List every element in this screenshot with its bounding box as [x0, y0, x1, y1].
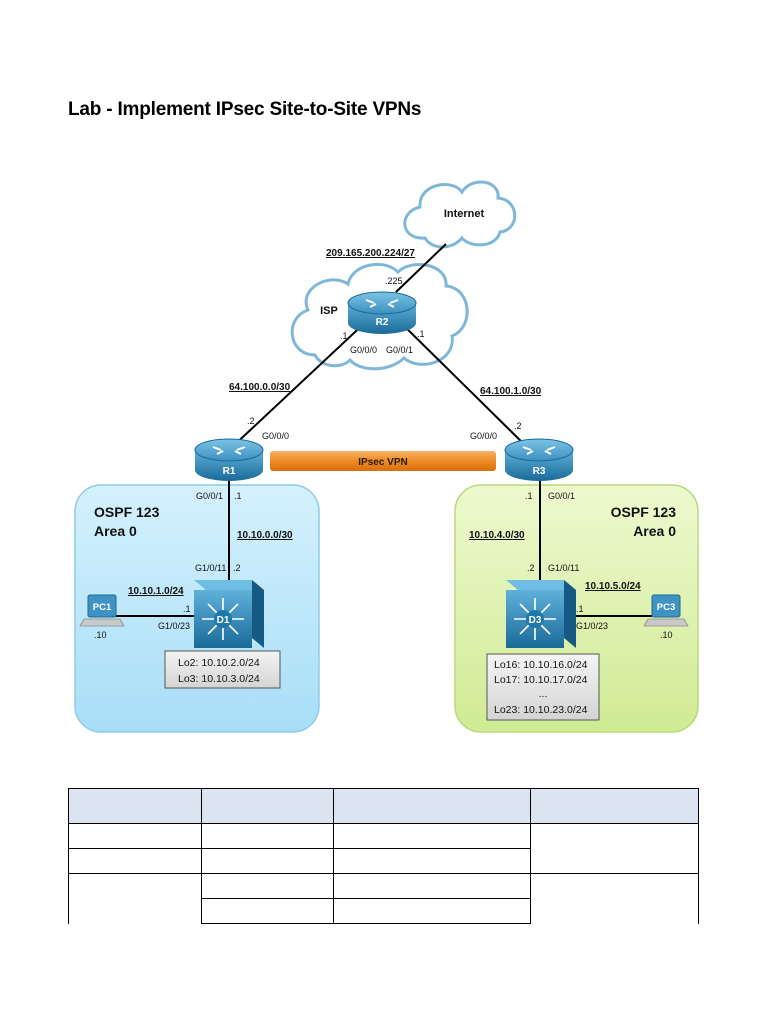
vpn-label: IPsec VPN [358, 457, 407, 468]
d3-loopback-line: Lo17: 10.10.17.0/24 [494, 674, 588, 686]
d3-loopback-line: Lo23: 10.10.23.0/24 [494, 704, 588, 716]
table-header-cell [201, 788, 334, 824]
d3-loopback-line: Lo16: 10.10.16.0/24 [494, 659, 588, 671]
pc1-icon [79, 594, 125, 627]
r2-internet-host-label: .225 [385, 276, 403, 286]
net-d3-pc3-label: 10.10.5.0/24 [585, 581, 641, 592]
pc3-host-label: .10 [660, 630, 673, 640]
r1-g001-label: G0/0/1 [196, 491, 223, 501]
d1-up-host-label: .2 [233, 563, 241, 573]
table-row [68, 873, 699, 924]
d3-pc-host-label: .1 [576, 604, 584, 614]
table-cell [201, 898, 334, 924]
d1-g1023-label: G1/0/23 [158, 621, 190, 631]
r3-g001-label: G0/0/1 [548, 491, 575, 501]
r2-g001-label: G0/0/1 [386, 345, 413, 355]
net-r3-d3-label: 10.10.4.0/30 [469, 530, 525, 541]
network-topology-diagram: Internet ISP IPsec VPN R2 R1 R3 [74, 180, 699, 733]
d1-loopback-box [164, 650, 281, 689]
table-cell [530, 873, 699, 924]
router-r1-icon [194, 438, 264, 481]
link-r2-r3 [395, 317, 531, 451]
table-cell [333, 848, 531, 874]
ospf-left-line2: Area 0 [94, 523, 137, 539]
switch-d1-icon [194, 580, 264, 648]
link-r2-internet [395, 243, 447, 293]
router-r2-label: R2 [376, 317, 389, 328]
router-r3-label: R3 [533, 466, 546, 477]
table-cell [68, 848, 202, 874]
table-cell [68, 873, 202, 924]
table-cell [530, 823, 699, 874]
table-header-cell [530, 788, 699, 824]
internet-cloud-icon [403, 180, 517, 249]
pc3-label: PC3 [657, 602, 675, 613]
d1-loopback-line: Lo3: 10.10.3.0/24 [178, 673, 260, 685]
d1-g1011-label: G1/0/11 [195, 563, 226, 573]
r1-g000-label: G0/0/0 [262, 431, 289, 441]
router-r2-icon [347, 291, 417, 334]
d3-loopback-line: ... [539, 688, 548, 700]
r2-right-host-label: .1 [417, 329, 425, 339]
table-cell [201, 823, 334, 849]
pc3-icon [643, 594, 689, 627]
r1-wan-host-label: .2 [247, 416, 255, 426]
net-d1-pc1-label: 10.10.1.0/24 [128, 586, 184, 597]
ospf-left-line1: OSPF 123 [94, 504, 160, 520]
r3-lan-host-label: .1 [525, 491, 533, 501]
d1-pc-host-label: .1 [183, 604, 191, 614]
r2-left-host-label: .1 [340, 331, 348, 341]
table-cell [333, 873, 531, 899]
d3-g1023-label: G1/0/23 [576, 621, 608, 631]
internet-label: Internet [444, 208, 485, 220]
table-cell [333, 898, 531, 924]
pc1-host-label: .10 [94, 630, 107, 640]
d3-up-host-label: .2 [527, 563, 535, 573]
pc1-label: PC1 [93, 602, 112, 613]
switch-d3-icon [506, 580, 576, 648]
ipsec-vpn-tunnel [270, 451, 496, 471]
net-r1-d1-label: 10.10.0.0/30 [237, 530, 293, 541]
table-header-cell [333, 788, 531, 824]
ospf-right-line1: OSPF 123 [611, 504, 677, 520]
d3-g1011-label: G1/0/11 [548, 563, 579, 573]
switch-d1-label: D1 [217, 615, 230, 626]
isp-label: ISP [320, 305, 338, 317]
table-cell [68, 823, 202, 849]
ospf-right-line2: Area 0 [633, 523, 676, 539]
page-title: Lab - Implement IPsec Site-to-Site VPNs [68, 99, 422, 120]
table-cell [201, 848, 334, 874]
router-r1-label: R1 [223, 466, 236, 477]
router-r3-icon [504, 438, 574, 481]
link-r1-r2 [228, 317, 371, 451]
d3-loopback-box [486, 653, 600, 721]
table-row [68, 823, 699, 874]
table-cell [333, 823, 531, 849]
switch-d3-label: D3 [529, 615, 542, 626]
r3-g000-label: G0/0/0 [470, 431, 497, 441]
table-row [69, 898, 699, 924]
table-header-cell [68, 788, 202, 824]
r3-wan-host-label: .2 [514, 421, 522, 431]
net-r2-r3-label: 64.100.1.0/30 [480, 386, 542, 397]
table-header-row [68, 788, 699, 824]
net-internet-label: 209.165.200.224/27 [326, 248, 415, 259]
addressing-table [68, 788, 699, 924]
net-r1-r2-label: 64.100.0.0/30 [229, 382, 291, 393]
d1-loopback-line: Lo2: 10.10.2.0/24 [178, 657, 260, 669]
table-row [68, 848, 699, 874]
r2-g000-label: G0/0/0 [350, 345, 377, 355]
r1-lan-host-label: .1 [234, 491, 242, 501]
table-cell [201, 873, 334, 899]
